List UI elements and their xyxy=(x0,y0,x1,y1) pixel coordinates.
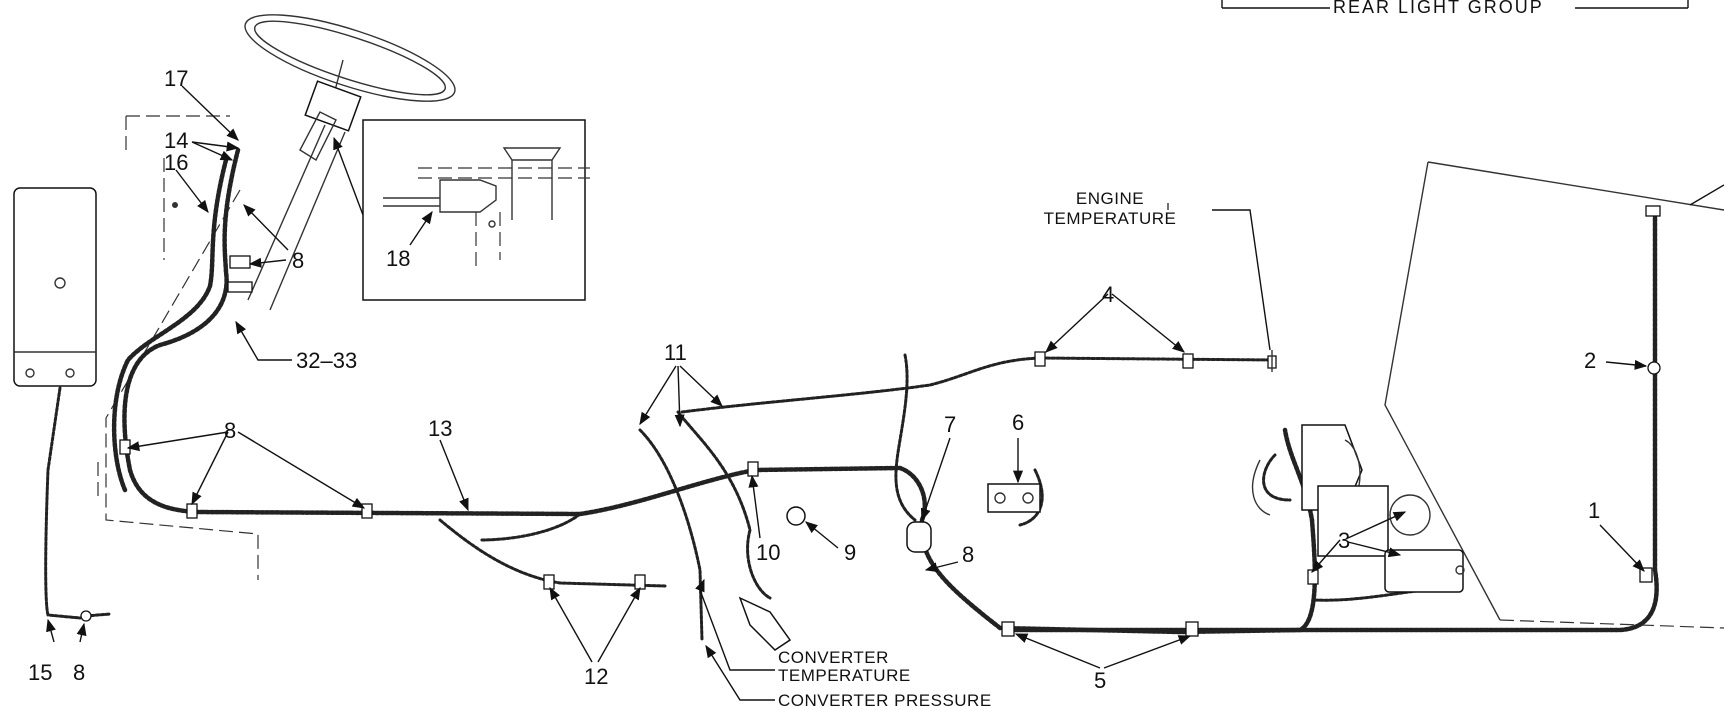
callout-6: 6 xyxy=(1012,410,1024,435)
callout-11: 11 xyxy=(664,340,687,365)
components xyxy=(738,203,1465,651)
callout-5: 5 xyxy=(1094,668,1106,693)
right-frame-panel xyxy=(1384,161,1724,629)
callout-8-lower: 8 xyxy=(73,660,85,685)
callout-17: 17 xyxy=(164,66,188,91)
callout-3: 3 xyxy=(1338,528,1350,553)
instrument-panel-plate xyxy=(13,187,97,387)
callout-13: 13 xyxy=(428,416,452,441)
callout-8-column: 8 xyxy=(292,248,304,273)
converter-temperature-caption-line2: TEMPERATURE xyxy=(778,666,911,685)
callout-labels: 1 2 3 4 5 6 7 8 8 8 8 9 10 11 12 13 14 1… xyxy=(28,66,1600,693)
callout-18: 18 xyxy=(386,246,410,271)
rear-light-group-header: REAR LIGHT GROUP xyxy=(1221,0,1689,17)
converter-pressure-caption: CONVERTER PRESSURE xyxy=(778,691,992,710)
callout-1: 1 xyxy=(1588,498,1600,523)
leader-lines xyxy=(46,85,1724,701)
callout-10: 10 xyxy=(756,540,780,565)
callout-8-harness: 8 xyxy=(224,418,236,443)
engine-temperature-caption-line2: TEMPERATURE xyxy=(1044,209,1177,228)
steering-wheel xyxy=(244,14,456,311)
callout-16: 16 xyxy=(164,150,188,175)
harness-main xyxy=(44,147,1659,642)
callout-15: 15 xyxy=(28,660,52,685)
callout-8-relay: 8 xyxy=(962,542,974,567)
callout-2: 2 xyxy=(1584,348,1596,373)
callout-7: 7 xyxy=(944,412,956,437)
dash-panel-outline xyxy=(97,115,259,580)
caption-labels: ENGINE TEMPERATURE CONVERTER TEMPERATURE… xyxy=(778,189,1176,710)
callout-4: 4 xyxy=(1102,282,1114,307)
callout-9: 9 xyxy=(844,540,856,565)
engine-temperature-caption-line1: ENGINE xyxy=(1076,189,1144,208)
converter-temperature-caption-line1: CONVERTER xyxy=(778,648,889,667)
inset-detail-box xyxy=(362,119,590,301)
callout-14: 14 xyxy=(164,128,188,153)
rear-light-group-label: REAR LIGHT GROUP xyxy=(1333,0,1544,17)
callout-32-33: 32–33 xyxy=(296,348,357,373)
callout-12: 12 xyxy=(584,664,608,689)
